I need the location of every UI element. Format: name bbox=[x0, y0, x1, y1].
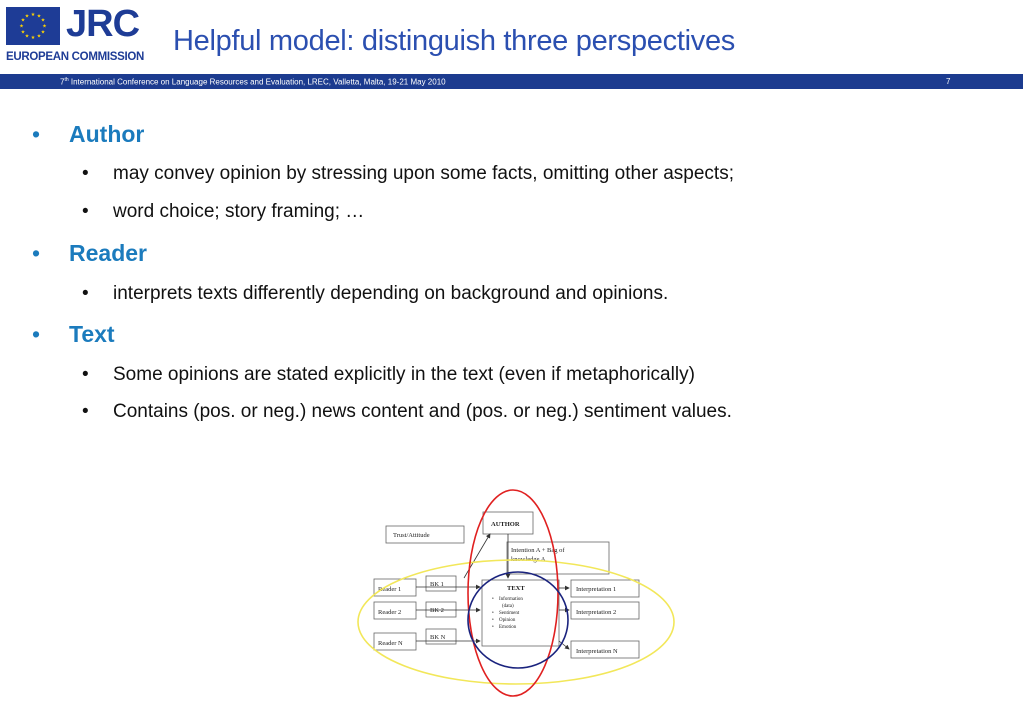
trust-label: Trust/Attitude bbox=[393, 532, 430, 539]
bullet-glyph: • bbox=[82, 163, 89, 184]
jrc-logo: ★★★ ★★★ ★★★ ★★★ JRC EUROPEAN COMMISSION bbox=[6, 3, 144, 69]
interpretation-1-label: Interpretation 1 bbox=[576, 586, 616, 593]
svg-text:★: ★ bbox=[25, 34, 30, 40]
bk-2-label: BK 2 bbox=[430, 607, 444, 614]
sub-bullet: • word choice; story framing; … bbox=[82, 201, 364, 223]
text-item: Opinion bbox=[499, 618, 516, 623]
sub-bullet: • Contains (pos. or neg.) news content an… bbox=[82, 401, 732, 423]
svg-text:★: ★ bbox=[21, 18, 26, 24]
text-ellipse bbox=[467, 571, 569, 669]
sub-bullet: • interprets texts differently depending … bbox=[82, 283, 668, 305]
svg-text:★: ★ bbox=[31, 12, 36, 18]
bullet-glyph: • bbox=[32, 321, 41, 347]
reader-ellipse bbox=[357, 559, 675, 685]
bullet-glyph: • bbox=[82, 364, 89, 385]
svg-text:★: ★ bbox=[31, 35, 36, 41]
interpretation-2-label: Interpretation 2 bbox=[576, 609, 616, 616]
bullet-glyph: • bbox=[32, 121, 41, 147]
interpretation-n-box bbox=[570, 640, 640, 659]
bk-n-label: BK N bbox=[430, 634, 446, 641]
perspective-diagram: Trust/Attitude AUTHOR Intention A + Bag … bbox=[350, 486, 680, 701]
slide-title: Helpful model: distinguish three perspec… bbox=[173, 25, 735, 57]
sub-bullet: • may convey opinion by stressing upon so… bbox=[82, 163, 734, 185]
text-item-glyph: • bbox=[492, 625, 494, 630]
text-item-glyph: • bbox=[492, 597, 494, 602]
svg-text:★: ★ bbox=[42, 24, 47, 30]
reader-n-box bbox=[373, 632, 417, 651]
trust-box bbox=[385, 525, 465, 544]
ordinal-suffix: th bbox=[64, 77, 69, 83]
reader-n-label: Reader N bbox=[378, 640, 403, 647]
svg-text:★: ★ bbox=[25, 14, 30, 20]
bullet-heading: Author bbox=[69, 121, 145, 147]
intention-box bbox=[506, 541, 610, 575]
sub-bullet: • Some opinions are stated explicitly in … bbox=[82, 364, 695, 386]
conference-text: 7th International Conference on Language… bbox=[60, 77, 446, 87]
text-item: Information bbox=[499, 597, 523, 602]
conference-name: International Conference on Language Res… bbox=[68, 77, 446, 87]
conference-band: 7th International Conference on Language… bbox=[0, 74, 1023, 89]
arrow bbox=[463, 533, 491, 579]
svg-text:★: ★ bbox=[41, 30, 46, 36]
sub-bullet-text: Contains (pos. or neg.) news content and… bbox=[113, 401, 732, 422]
org-name: EUROPEAN COMMISSION bbox=[6, 51, 145, 63]
bk-2-box bbox=[425, 601, 457, 618]
interpretation-2-box bbox=[570, 601, 640, 620]
text-item: (data) bbox=[502, 604, 514, 609]
bullet-glyph: • bbox=[82, 283, 89, 304]
reader-1-label: Reader 1 bbox=[378, 586, 401, 593]
slide-number: 7 bbox=[946, 77, 951, 86]
ordinal-number: 7 bbox=[60, 77, 65, 87]
sub-bullet-text: may convey opinion by stressing upon som… bbox=[113, 163, 734, 184]
bullet-heading: Text bbox=[69, 321, 115, 347]
bk-1-label: BK 1 bbox=[430, 581, 444, 588]
author-label: AUTHOR bbox=[491, 521, 520, 528]
bullet-heading: Reader bbox=[69, 240, 147, 266]
text-item: Sentiment bbox=[499, 611, 520, 616]
reader-2-label: Reader 2 bbox=[378, 609, 401, 616]
sub-bullet-text: word choice; story framing; … bbox=[113, 201, 365, 222]
bullet-text: • Text bbox=[32, 321, 115, 348]
bk-n-box bbox=[425, 628, 457, 645]
svg-text:★: ★ bbox=[37, 14, 42, 20]
author-ellipse bbox=[467, 489, 559, 697]
sub-bullet-text: Some opinions are stated explicitly in t… bbox=[113, 364, 695, 385]
arrow bbox=[558, 640, 570, 650]
svg-text:★: ★ bbox=[19, 24, 24, 30]
bullet-glyph: • bbox=[82, 401, 89, 422]
interpretation-n-label: Interpretation N bbox=[576, 648, 618, 655]
text-label: TEXT bbox=[507, 585, 525, 592]
interpretation-1-box bbox=[570, 579, 640, 598]
reader-2-box bbox=[373, 601, 417, 620]
text-item-glyph: • bbox=[492, 618, 494, 623]
bullet-reader: • Reader bbox=[32, 240, 147, 267]
intention-line-1: Intention A + Bag of bbox=[511, 547, 565, 554]
jrc-wordmark: JRC bbox=[66, 3, 140, 45]
bullet-author: • Author bbox=[32, 121, 144, 148]
bullet-glyph: • bbox=[82, 201, 89, 222]
text-item-glyph: • bbox=[492, 611, 494, 616]
svg-text:★: ★ bbox=[21, 30, 26, 36]
eu-flag-icon: ★★★ ★★★ ★★★ ★★★ bbox=[6, 7, 60, 45]
text-box bbox=[481, 579, 560, 647]
reader-1-box bbox=[373, 578, 417, 597]
text-item: Emotion bbox=[499, 625, 517, 630]
svg-text:★: ★ bbox=[41, 18, 46, 24]
svg-text:★: ★ bbox=[37, 34, 42, 40]
bullet-glyph: • bbox=[32, 240, 41, 266]
sub-bullet-text: interprets texts differently depending o… bbox=[113, 283, 669, 304]
